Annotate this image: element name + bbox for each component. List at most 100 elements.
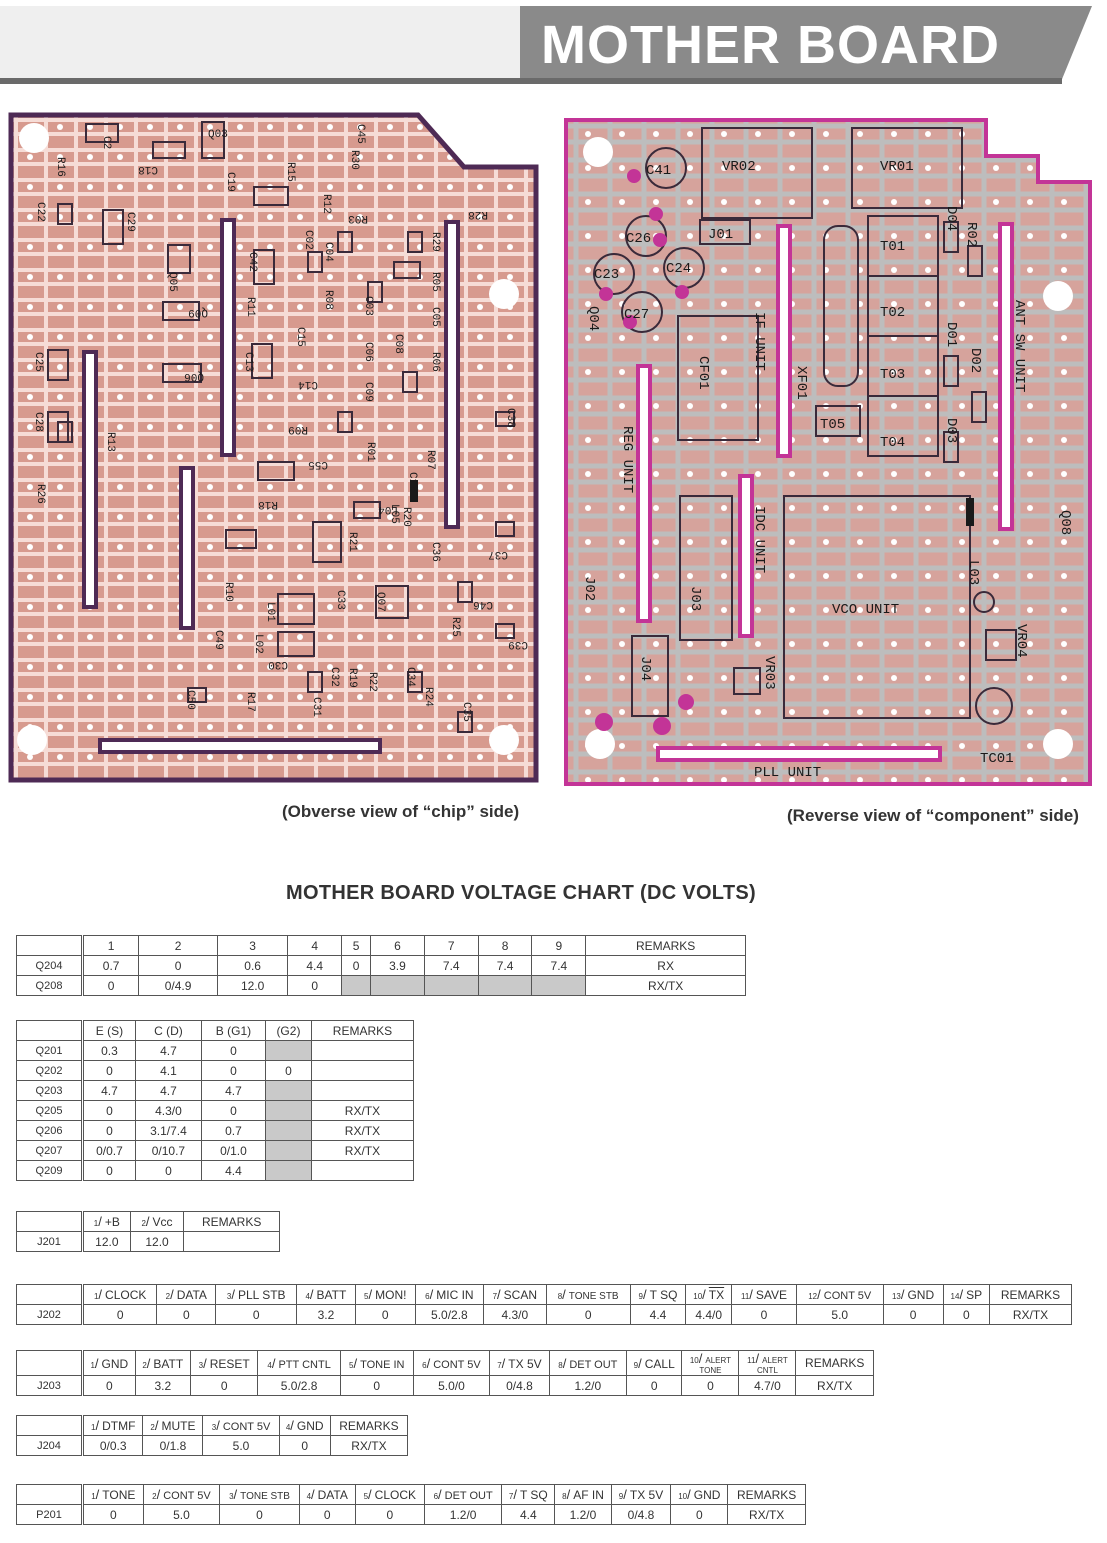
component-label: C46 xyxy=(473,598,493,610)
component-label: C27 xyxy=(624,307,649,323)
component-label: R03 xyxy=(348,212,368,224)
component-label: C30 xyxy=(268,658,288,670)
component-label: TC01 xyxy=(980,751,1014,767)
component-label: C28 xyxy=(32,412,44,432)
component-label: L01 xyxy=(264,602,276,622)
component-label: C23 xyxy=(594,267,619,283)
component-label: XF01 xyxy=(793,366,809,400)
title-banner: MOTHER BOARD xyxy=(0,6,1092,84)
table-p201: 1TONE 2CONT 5V 3TONE STB 4DATA 5CLOCK 6D… xyxy=(16,1484,806,1525)
component-label: C13 xyxy=(242,352,254,372)
component-label: C32 xyxy=(328,667,340,687)
table-j202: 1CLOCK 2DATA 3PLL STB 4BATT 5MON! 6MIC I… xyxy=(16,1284,1072,1325)
component-label: D04 xyxy=(943,206,959,231)
component-label: R16 xyxy=(54,157,66,177)
component-label: J02 xyxy=(581,576,597,601)
component-label: D03 xyxy=(943,418,959,443)
component-label: C25 xyxy=(32,352,44,372)
component-label: L02 xyxy=(252,634,264,654)
component-label: R10 xyxy=(222,582,234,602)
component-label: Q04 xyxy=(585,306,601,331)
banner-shape xyxy=(0,6,1092,84)
component-label: IF UNIT xyxy=(751,312,767,371)
table-header-row: 1+B 2Vcc REMARKS xyxy=(16,1211,280,1232)
component-label: R15 xyxy=(284,162,296,182)
component-label: R19 xyxy=(346,668,358,688)
component-label: L05 xyxy=(388,504,400,524)
component-label: C55 xyxy=(308,458,328,470)
component-label: R09 xyxy=(288,423,308,435)
table-j203: 1GND 2BATT 3RESET 4PTT CNTL 5TONE IN 6CO… xyxy=(16,1350,874,1396)
component-label: R18 xyxy=(258,498,278,510)
component-label: C04 xyxy=(322,242,334,262)
component-label: VR01 xyxy=(880,159,914,175)
voltage-chart-title: MOTHER BOARD VOLTAGE CHART (DC VOLTS) xyxy=(286,882,756,904)
component-label: R05 xyxy=(429,272,441,292)
component-label: L03 xyxy=(965,560,981,585)
component-label: R12 xyxy=(320,194,332,214)
component-label: R17 xyxy=(244,692,256,712)
component-label: C08 xyxy=(392,334,404,354)
component-label: Q08 xyxy=(1057,510,1073,535)
component-label: R22 xyxy=(366,672,378,692)
component-label: VCO UNIT xyxy=(832,602,899,618)
component-label: C16 xyxy=(406,472,418,492)
component-label: C35 xyxy=(460,702,472,722)
component-label: L04 xyxy=(378,503,398,515)
component-label: R25 xyxy=(449,617,461,637)
component-label: R26 xyxy=(34,484,46,504)
table-header-row: 1CLOCK 2DATA 3PLL STB 4BATT 5MON! 6MIC I… xyxy=(16,1284,1072,1305)
component-label: C15 xyxy=(294,327,306,347)
component-label: R30 xyxy=(348,150,360,170)
component-label: C45 xyxy=(354,124,366,144)
component-label: C37 xyxy=(488,548,508,560)
component-label: C39 xyxy=(508,638,528,650)
component-label: C18 xyxy=(138,163,158,175)
component-label: R29 xyxy=(429,232,441,252)
component-label: C31 xyxy=(310,697,322,717)
component-label: C06 xyxy=(362,342,374,362)
component-label: C41 xyxy=(646,163,671,179)
component-label: C05 xyxy=(429,307,441,327)
component-label: PLL UNIT xyxy=(754,765,821,781)
component-label: R06 xyxy=(429,352,441,372)
component-label: VR02 xyxy=(722,159,756,175)
component-label: C42 xyxy=(246,252,258,272)
component-label: C29 xyxy=(124,212,136,232)
obverse-board-diagram: R16 C22 C29 C18 C19 Q03 C45 C42 R11 C13 … xyxy=(8,112,539,783)
table-j204: 1DTMF 2MUTE 3CONT 5V 4GND REMARKS J204 0… xyxy=(16,1415,409,1456)
component-label: C14 xyxy=(298,378,318,390)
table-header-row: 1DTMF 2MUTE 3CONT 5V 4GND REMARKS xyxy=(16,1415,409,1436)
component-label: Q05 xyxy=(166,272,178,292)
component-label: C19 xyxy=(224,172,236,192)
component-label: R28 xyxy=(468,208,488,220)
component-label: J01 xyxy=(708,227,733,243)
component-label: CF01 xyxy=(695,356,711,390)
page-title: MOTHER BOARD xyxy=(541,15,1000,75)
component-label: Q07 xyxy=(374,592,386,612)
component-label: R08 xyxy=(322,290,334,310)
component-label: C02 xyxy=(302,230,314,250)
component-label: J03 xyxy=(687,586,703,611)
component-label: C22 xyxy=(34,202,46,222)
component-label: REG UNIT xyxy=(619,426,635,493)
component-label: R07 xyxy=(424,450,436,470)
component-label: R02 xyxy=(963,222,979,247)
component-label: IDC UNIT xyxy=(751,506,767,573)
